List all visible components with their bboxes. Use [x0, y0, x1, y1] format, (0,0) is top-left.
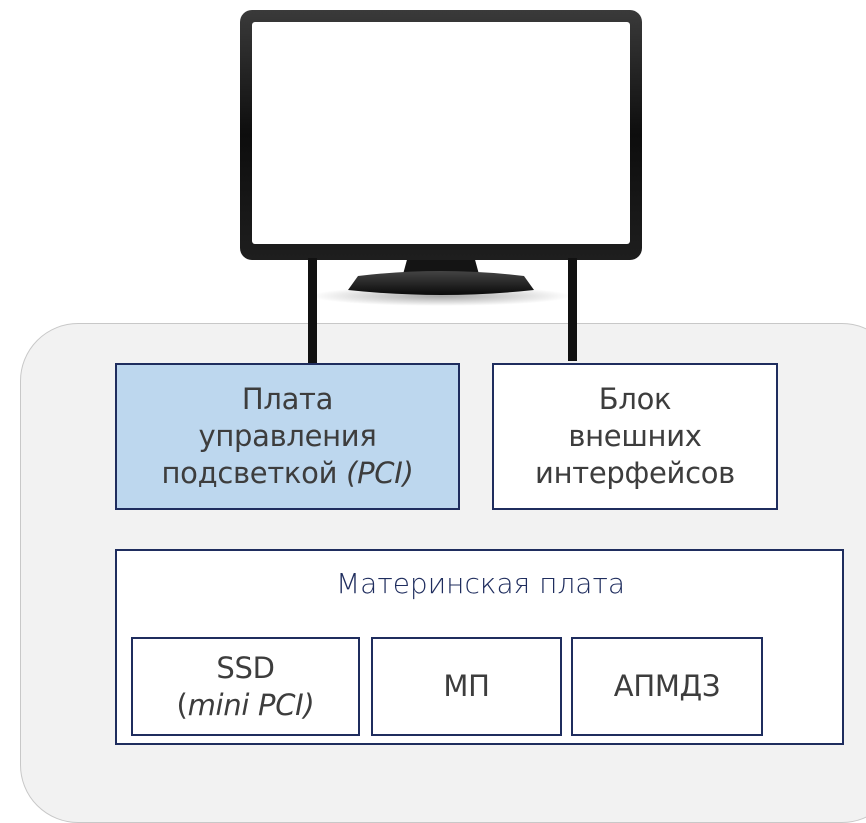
- cable-backlight: [308, 258, 317, 371]
- motherboard-title: Материнская плата: [336, 567, 625, 600]
- monitor-icon: [240, 10, 642, 306]
- apmdz-module: АПМДЗ: [571, 637, 763, 736]
- backlight-board-line3: подсветкой: [161, 455, 347, 490]
- ssd-label: SSD: [216, 650, 275, 685]
- interfaces-line1: Блок: [598, 382, 672, 417]
- ssd-mini-pci: mini PCI): [187, 687, 315, 722]
- cable-interfaces: [568, 258, 577, 361]
- backlight-board-pci: (PCI): [346, 455, 414, 490]
- mp-module: МП: [371, 637, 562, 736]
- backlight-board-line2: управления: [198, 419, 377, 454]
- interfaces-line2: внешних: [568, 419, 702, 454]
- ssd-module: SSD (mini PCI): [131, 637, 360, 736]
- backlight-control-board: Плата управления подсветкой (PCI): [115, 363, 460, 510]
- backlight-board-line1: Плата: [241, 382, 334, 417]
- interfaces-line3: интерфейсов: [535, 455, 735, 490]
- ssd-paren: (: [176, 687, 188, 722]
- mp-label: МП: [443, 669, 490, 704]
- apmdz-label: АПМДЗ: [613, 669, 721, 704]
- external-interfaces-block: Блок внешних интерфейсов: [492, 363, 778, 510]
